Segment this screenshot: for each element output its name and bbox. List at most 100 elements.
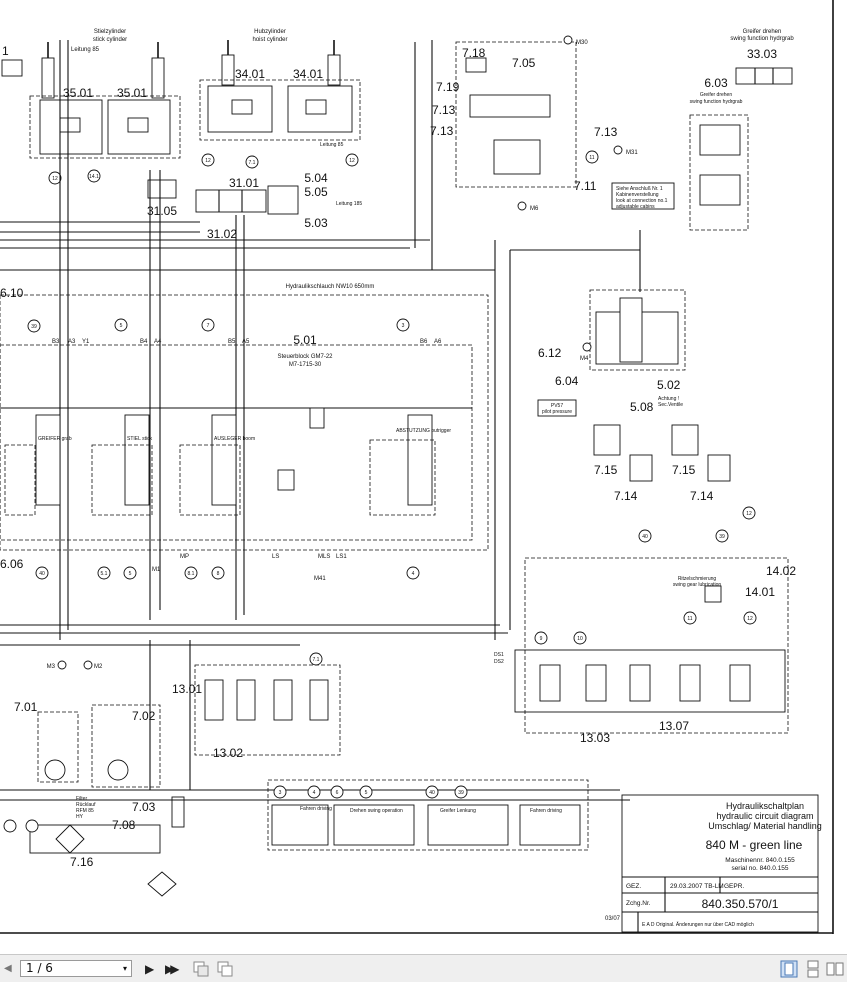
port-B5: B5 [228,339,236,345]
swing-grab-label-en: swing function hydrgrab [730,36,794,42]
port-M2: M2 [94,664,103,670]
port-LS1: LS1 [336,554,347,560]
leitung-185-label: Leitung 185 [336,201,362,207]
copy-page-icon[interactable] [192,960,210,978]
ref-39-b: 39 [719,534,725,540]
part-14-01: 7.02 [132,709,156,723]
revision: 03/07 [605,916,621,922]
port-M1: M1 [152,567,161,573]
part-7-05-mid: 13.03 [580,731,610,745]
block-6-06: 13.01 13.02 7.1 [172,652,341,760]
achtung-label-1: Achtung ! [658,396,679,402]
viewer-toolbar: ◀ 1 / 6 ▾ ▶ ▶▶ [0,954,847,982]
single-page-view-icon[interactable] [780,960,798,978]
part-7-15-b: 7.15 [672,463,696,477]
ref-5-c: 5 [365,790,368,796]
achtung-label-2: Sec.Ventile [658,402,683,408]
pedal-valves: 3 4 6 5 40 39 Fahren driving Drehen swin… [267,779,589,851]
part-31-02: 31.02 [207,227,237,241]
filter-label-1: Filter [76,796,87,802]
ref-12-c: 12 [349,158,355,164]
port-MP: MP [180,554,189,560]
section-drehen: Drehen swing operation [350,808,403,814]
page-selector-value: 1 / 6 [26,961,53,975]
ref-8: 8 [217,571,220,577]
right-middle-group: 6.12 6.04 5.02 5.08 Achtung ! Sec.Ventil… [537,289,756,543]
prev-page-icon[interactable]: ◀ [4,963,12,974]
ref-7-a: 7 [207,323,210,329]
swing-grab-block: Greifer drehen swing function hydrgrab 3… [611,29,794,231]
last-page-icon[interactable]: ▶▶ [165,962,180,976]
two-page-view-icon[interactable] [826,960,844,978]
continuous-view-icon[interactable] [804,960,822,978]
ref-5-b: 5 [129,571,132,577]
hoist-cylinder-label-en: hoist cylinder [252,37,287,43]
section-stick: STIEL stick [127,436,153,442]
part-7-18: 7.18 [462,46,486,60]
ref-5-a: 5 [120,323,123,329]
part-33-03: 33.03 [747,47,777,61]
part-7-15-a: 7.15 [594,463,618,477]
part-5-01: 5.01 [293,333,317,347]
part-35-01-b: 35.01 [117,86,147,100]
steuerblock-label-1: Steuerblock GM7-22 [277,354,333,360]
part-5-03: 5.03 [304,216,328,230]
ref-12-a: 12 [52,176,58,182]
ref-12-b: 12 [205,158,211,164]
part-13-01: 7.16 [70,855,94,869]
port-M4: M4 [580,356,589,362]
part-34-01-a: 34.01 [235,67,265,81]
part-7-06: 14.01 [745,585,775,599]
part-5-08: 5.08 [630,400,654,414]
ref-3-a: 3 [402,323,405,329]
swing-grab-label-de: Greifer drehen [743,29,782,35]
ref-40-c: 40 [429,790,435,796]
hoist-leitung-label: Leitung 85 [320,142,344,148]
duplicate-page-icon[interactable] [216,960,234,978]
filter-label-4: HY [76,814,84,820]
section-greifer-lenkung: Greifer Lenkung [440,808,476,814]
port-B4: B4 [140,339,148,345]
travel-block-7-04: Ritzelschmierung swing gear lubrication … [494,557,796,745]
ref-4-a: 4 [412,571,415,577]
part-6-05: 6.06 [0,557,24,571]
port-DS1: DS1 [494,652,504,658]
valve-31-group: 31.01 31.05 31.02 5.04 5.05 5.03 Leitung… [147,171,362,241]
section-grab: GREIFER grab [38,436,72,442]
swing-gear-label-1: Ritzelschmierung [678,576,717,582]
next-page-icon[interactable]: ▶ [145,962,155,976]
pilot-control-block: 7.18 7.05 7.19 7.13 7.13 7.13 7.11 M30 M… [430,35,638,212]
ref-39-c: 39 [458,790,464,796]
port-B3: B3 [52,339,60,345]
part-31-01: 31.01 [229,176,259,190]
ref-10: 10 [577,636,583,642]
machine-no: Maschinennr. 840.0.155 [725,857,795,864]
swing-grab2-label-en: swing function hydrgrab [690,99,743,105]
hoist-cylinder-label-de: Hubzylinder [254,29,286,35]
steuerblock-label-2: M7-1715-30 [289,362,322,368]
port-Y1: Y1 [82,339,90,345]
ref-11: 11 [687,616,692,622]
port-MLS: MLS [318,554,330,560]
port-A4: A4 [154,339,162,345]
section-fahren-1: Fahren driving [300,806,332,812]
ref-4-b: 4 [313,790,316,796]
part-6-07: 13.01 [172,682,202,696]
zchg-label: Zchg.Nr. [626,900,651,907]
part-7-11: 7.11 [574,179,597,193]
part-7-13-b: 7.13 [430,124,454,138]
part-13-07: 7.03 [132,800,156,814]
part-35-01-a: 35.01 [63,86,93,100]
hose-label: Hydraulikschlauch NW10 650mm [286,284,375,290]
filter-label-2: Rücklauf [76,802,96,808]
port-A6: A6 [434,339,442,345]
steuerblock-5-01: 5.01 Steuerblock GM7-22 M7-1715-30 GREIF… [0,294,489,551]
ref-7-1: 7.1 [249,160,256,166]
gez-label: GEZ. [626,883,641,890]
port-M31: M31 [626,150,638,156]
port-M30: M30 [576,40,588,46]
page-selector[interactable]: 1 / 6 ▾ [20,960,132,977]
port-A3: A3 [68,339,76,345]
part-31-05: 31.05 [147,204,177,218]
ref-11-top: 11 [589,155,594,161]
